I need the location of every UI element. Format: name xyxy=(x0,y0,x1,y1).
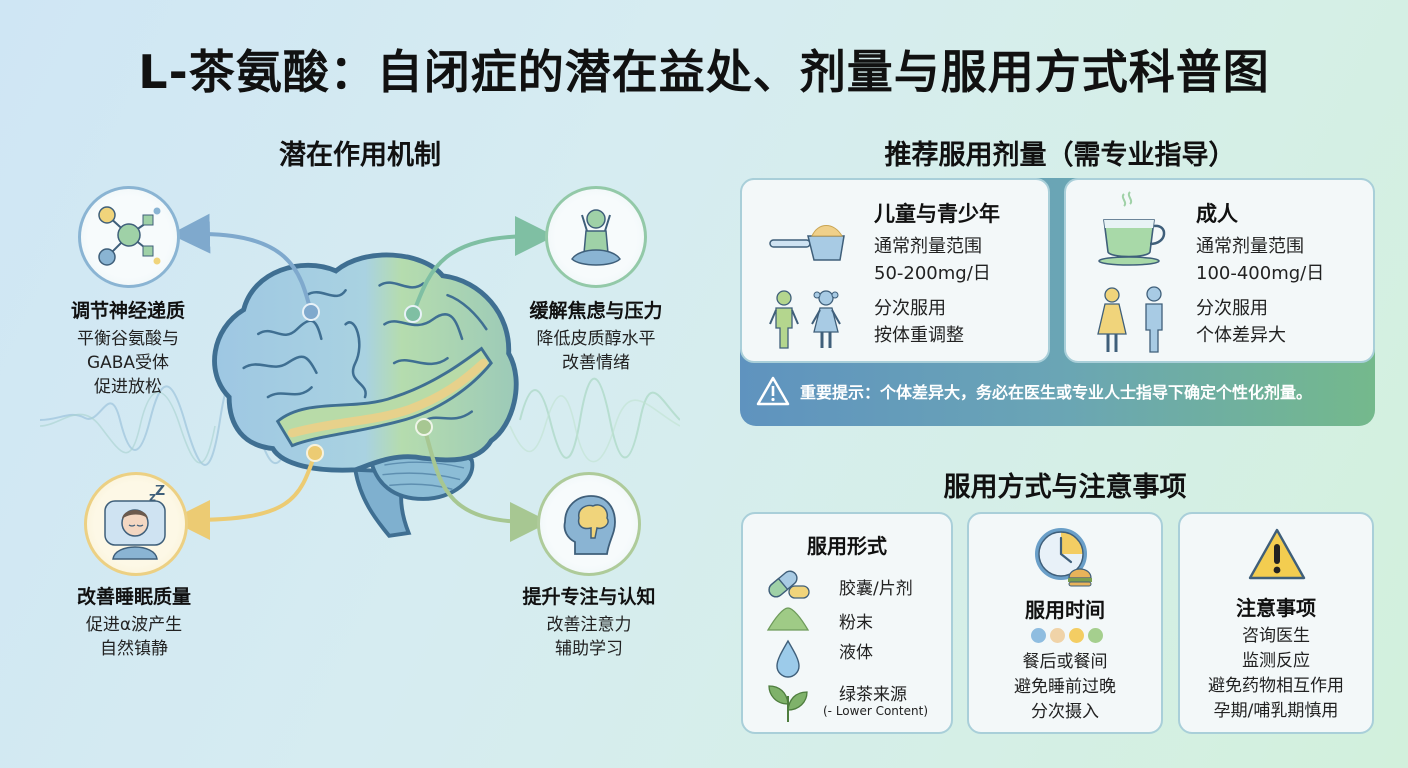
children-figures-icon xyxy=(769,290,841,349)
mechanism-heading: 改善睡眠质量 xyxy=(76,586,191,608)
warning-triangle-icon xyxy=(756,376,790,406)
mechanism-sleep: 改善睡眠质量 促进α波产生 自然镇静 xyxy=(34,582,234,661)
mechanism-line: 促进α波产生 xyxy=(85,615,183,635)
adults-note-1: 分次服用 xyxy=(1196,298,1268,319)
dosage-section-title: 推荐服用剂量（需专业指导） xyxy=(884,140,1236,171)
cautions-heading: 注意事项 xyxy=(1236,596,1316,620)
adults-range-value: 100-400mg/日 xyxy=(1196,263,1325,284)
caution-line: 避免药物相互作用 xyxy=(1208,676,1344,696)
timing-dot xyxy=(1088,628,1103,643)
molecule-icon xyxy=(98,206,161,266)
timing-heading: 服用时间 xyxy=(1025,598,1105,622)
powder-icon xyxy=(766,607,810,631)
form-item-green-tea: 绿茶来源 (- Lower Content) xyxy=(765,682,928,724)
form-sublabel: (- Lower Content) xyxy=(823,704,928,718)
adults-range-label: 通常剂量范围 xyxy=(1196,236,1304,257)
anxiety-circle xyxy=(545,186,647,288)
caution-line: 监测反应 xyxy=(1242,651,1310,671)
dosage-warning: 重要提示：个体差异大，务必在医生或专业人士指导下确定个性化剂量。 xyxy=(756,376,1312,406)
usage-card-cautions: 注意事项 咨询医生 监测反应 避免药物相互作用 孕期/哺乳期慎用 xyxy=(1178,512,1374,734)
timing-line: 避免睡前过晚 xyxy=(1014,677,1116,697)
mechanism-anxiety: 缓解焦虑与压力 降低皮质醇水平 改善情绪 xyxy=(496,296,696,375)
timing-dot xyxy=(1050,628,1065,643)
form-label: 绿茶来源 xyxy=(839,685,907,705)
tea-leaf-icon xyxy=(768,685,808,722)
timing-dot xyxy=(1031,628,1046,643)
warning-text: 重要提示：个体差异大，务必在医生或专业人士指导下确定个性化剂量。 xyxy=(800,383,1313,402)
children-range-label: 通常剂量范围 xyxy=(874,236,982,257)
form-label: 液体 xyxy=(839,643,873,663)
mechanism-line: 降低皮质醇水平 xyxy=(536,329,656,349)
mechanism-line: 改善情绪 xyxy=(562,353,630,373)
forms-heading: 服用形式 xyxy=(807,534,887,558)
dosage-card-children: 儿童与青少年 通常剂量范围 50-200mg/日 分次服用 按体重调整 xyxy=(740,178,1050,363)
children-note-1: 分次服用 xyxy=(874,298,946,319)
dosage-card-adults: 成人 通常剂量范围 100-400mg/日 分次服用 个体差异大 xyxy=(1064,178,1375,363)
usage-section-title: 服用方式与注意事项 xyxy=(943,472,1187,503)
brain-illustration xyxy=(212,252,519,538)
caution-line: 孕期/哺乳期慎用 xyxy=(1213,701,1339,721)
form-label: 胶囊/片剂 xyxy=(839,579,913,599)
sleep-circle: z Z xyxy=(84,472,188,576)
head-brain-icon xyxy=(563,495,616,555)
form-label: 粉末 xyxy=(839,613,873,633)
mechanism-line: 平衡谷氨酸与 xyxy=(77,329,179,349)
adults-note-2: 个体差异大 xyxy=(1196,325,1286,346)
tea-cup-icon xyxy=(1098,191,1166,266)
timing-line: 餐后或餐间 xyxy=(1022,652,1108,672)
form-item-liquid: 液体 xyxy=(765,638,873,678)
usage-card-timing: 服用时间 餐后或餐间 避免睡前过晚 分次摄入 xyxy=(967,512,1163,734)
mechanism-line: 自然镇静 xyxy=(100,639,168,659)
mechanism-section-title: 潜在作用机制 xyxy=(279,140,441,171)
dosage-panel: 儿童与青少年 通常剂量范围 50-200mg/日 分次服用 按体重调整 成人 xyxy=(740,178,1375,426)
adult-figures-icon xyxy=(1097,286,1163,353)
caution-lines: 咨询医生 监测反应 避免药物相互作用 孕期/哺乳期慎用 xyxy=(1180,624,1372,724)
mechanism-line: GABA受体 xyxy=(86,353,170,373)
form-item-capsule: 胶囊/片剂 xyxy=(765,566,913,602)
sleeping-person-icon: z Z xyxy=(104,485,166,560)
mechanism-line: 改善注意力 xyxy=(546,615,632,635)
neurotransmitter-circle xyxy=(78,186,180,288)
timing-dot xyxy=(1069,628,1084,643)
form-item-powder: 粉末 xyxy=(765,604,873,634)
clock-with-meal-icon xyxy=(1035,528,1092,587)
mechanism-focus: 提升专注与认知 改善注意力 辅助学习 xyxy=(489,582,689,661)
children-heading: 儿童与青少年 xyxy=(874,202,1000,226)
meditation-icon xyxy=(571,209,621,266)
mechanism-neurotransmitter: 调节神经递质 平衡谷氨酸与 GABA受体 促进放松 xyxy=(28,296,228,399)
adults-heading: 成人 xyxy=(1196,202,1238,226)
mechanism-line: 辅助学习 xyxy=(555,639,623,659)
page-title: L-茶氨酸：自闭症的潜在益处、剂量与服用方式科普图 xyxy=(138,45,1270,99)
mechanism-heading: 调节神经递质 xyxy=(70,300,185,322)
svg-text:Z: Z xyxy=(155,485,165,499)
mechanism-heading: 提升专注与认知 xyxy=(522,586,656,608)
timing-lines: 餐后或餐间 避免睡前过晚 分次摄入 xyxy=(969,650,1161,725)
focus-circle xyxy=(537,472,641,576)
timing-line: 分次摄入 xyxy=(1031,702,1099,722)
timing-dots xyxy=(1031,628,1103,643)
children-range-value: 50-200mg/日 xyxy=(874,263,991,284)
capsule-icon xyxy=(768,570,810,599)
mechanism-line: 促进放松 xyxy=(94,377,162,397)
usage-card-forms: 服用形式 胶囊/片剂 粉末 液体 绿茶来源 (- Lower Content) xyxy=(741,512,953,734)
warning-triangle-icon xyxy=(1248,528,1306,580)
caution-line: 咨询医生 xyxy=(1242,626,1310,646)
children-note-2: 按体重调整 xyxy=(874,325,964,346)
droplet-icon xyxy=(776,639,800,678)
mechanism-heading: 缓解焦虑与压力 xyxy=(529,300,663,322)
svg-text:z: z xyxy=(149,490,156,504)
measuring-scoop-icon xyxy=(769,225,845,261)
